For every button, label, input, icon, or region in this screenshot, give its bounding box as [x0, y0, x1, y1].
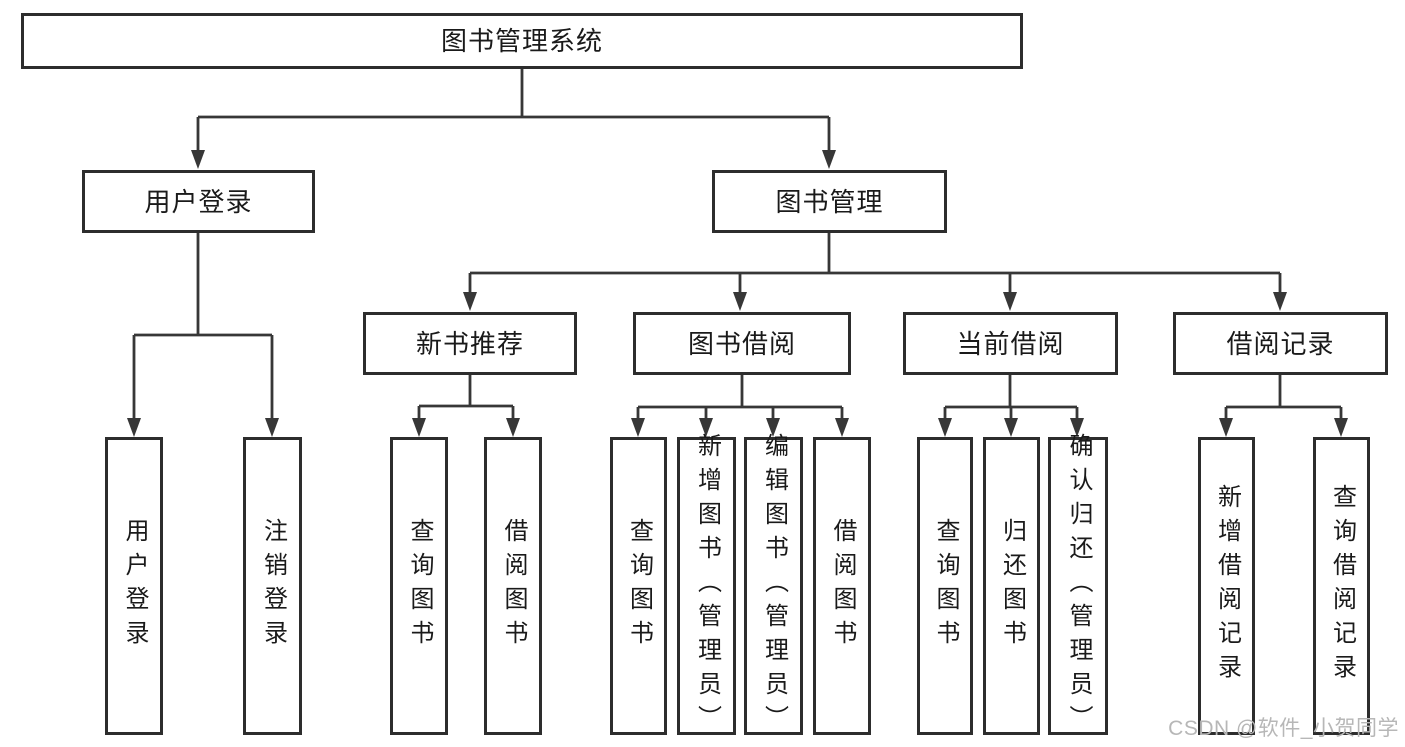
leaf-query-books-current: 查询图书 [917, 437, 973, 735]
node-label: 查询图书 [406, 518, 433, 654]
node-label: 确认归还（管理员） [1065, 433, 1092, 739]
node-label: 新增图书（管理员） [693, 433, 721, 739]
node-library-management-system: 图书管理系统 [21, 13, 1023, 69]
node-label: 图书管理 [775, 186, 884, 217]
node-label: 用户登录 [144, 186, 253, 217]
node-label: 归还图书 [998, 518, 1026, 654]
node-label: 查询图书 [625, 518, 653, 654]
leaf-logout: 注销登录 [243, 437, 302, 735]
node-label: 当前借阅 [956, 328, 1065, 359]
leaf-query-books-borrowing: 查询图书 [610, 437, 667, 735]
node-label: 借阅记录 [1226, 328, 1335, 359]
node-user-login: 用户登录 [82, 170, 315, 233]
leaf-return-books: 归还图书 [983, 437, 1040, 735]
node-label: 查询借阅记录 [1328, 484, 1356, 688]
node-borrowing-records: 借阅记录 [1173, 312, 1388, 375]
leaf-edit-books-admin: 编辑图书（管理员） [744, 433, 803, 739]
node-label: 图书借阅 [687, 328, 796, 359]
leaf-add-books-admin: 新增图书（管理员） [677, 433, 736, 739]
leaf-confirm-return-admin: 确认归还（管理员） [1048, 433, 1108, 739]
node-label: 图书管理系统 [440, 26, 603, 56]
leaf-query-books-recommendation: 查询图书 [390, 437, 448, 735]
leaf-user-login: 用户登录 [105, 437, 163, 735]
leaf-borrow-books: 借阅图书 [813, 437, 871, 735]
node-label: 新增借阅记录 [1213, 484, 1241, 688]
node-label: 用户登录 [121, 518, 148, 654]
node-label: 编辑图书（管理员） [760, 433, 788, 739]
node-new-book-recommendation: 新书推荐 [363, 312, 577, 375]
node-book-management: 图书管理 [712, 170, 947, 233]
node-current-borrowing: 当前借阅 [903, 312, 1118, 375]
leaf-add-borrow-record: 新增借阅记录 [1198, 437, 1255, 735]
leaf-query-borrow-record: 查询借阅记录 [1313, 437, 1370, 735]
node-label: 查询图书 [932, 518, 959, 654]
node-label: 注销登录 [259, 518, 287, 654]
node-book-borrowing: 图书借阅 [633, 312, 851, 375]
node-label: 借阅图书 [829, 518, 856, 654]
node-label: 借阅图书 [500, 518, 527, 654]
node-label: 新书推荐 [415, 328, 524, 359]
leaf-borrow-books-recommendation: 借阅图书 [484, 437, 542, 735]
csdn-watermark: CSDN @软件_小贺同学 [1168, 717, 1399, 740]
